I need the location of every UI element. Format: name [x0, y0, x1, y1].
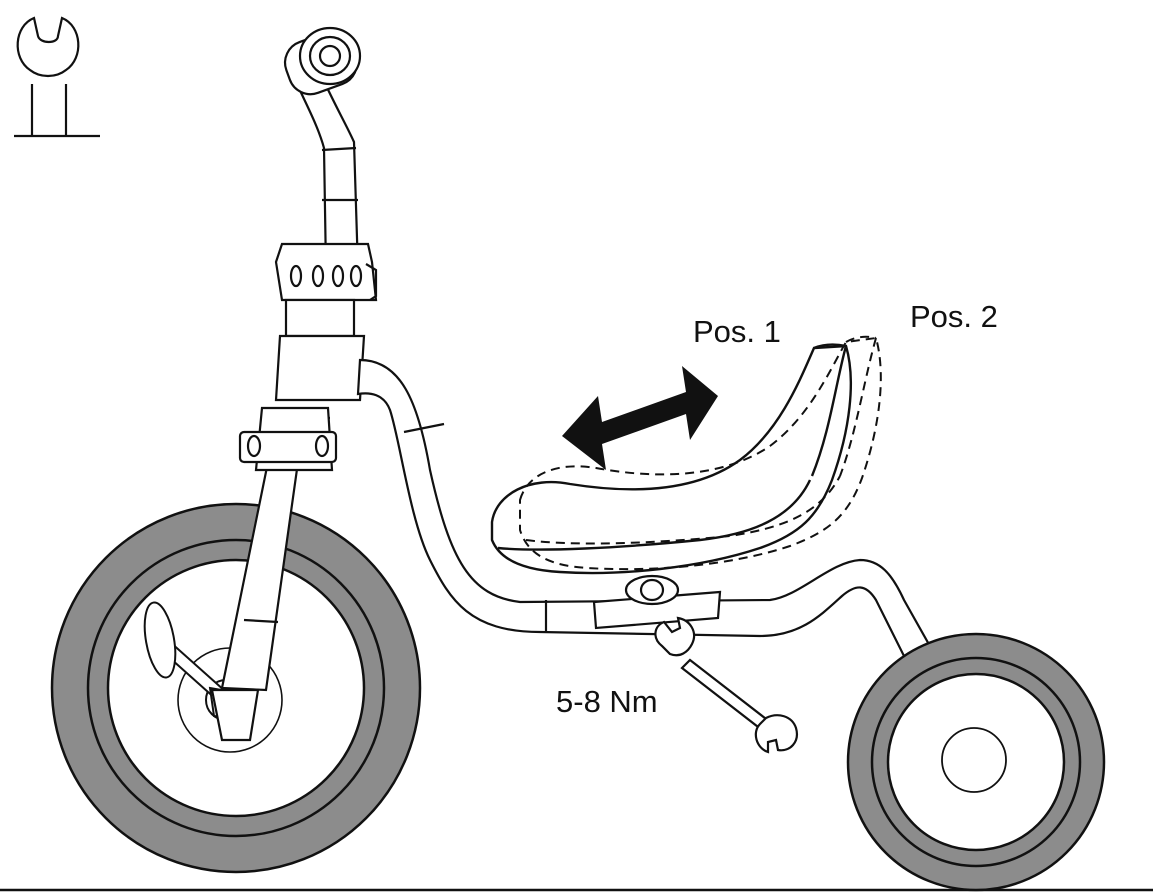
- head-tube: [238, 298, 366, 472]
- torque-label: 5-8 Nm: [556, 684, 658, 719]
- position-2-label: Pos. 2: [910, 299, 998, 334]
- main-frame: [356, 358, 942, 674]
- open-wrench-on-stand-icon: [14, 16, 100, 138]
- rear-wheel: [846, 632, 1106, 892]
- handlebar-grip: [283, 26, 362, 96]
- stem-clamp: [274, 242, 378, 302]
- seat-position-2: [519, 335, 882, 571]
- handlebar-stem: [296, 66, 360, 272]
- double-arrow-icon: [562, 366, 718, 470]
- seat-position-1: [490, 343, 853, 575]
- position-1-label: Pos. 1: [693, 314, 781, 349]
- wrench-icon: [654, 616, 798, 754]
- seat-bracket: [592, 574, 722, 630]
